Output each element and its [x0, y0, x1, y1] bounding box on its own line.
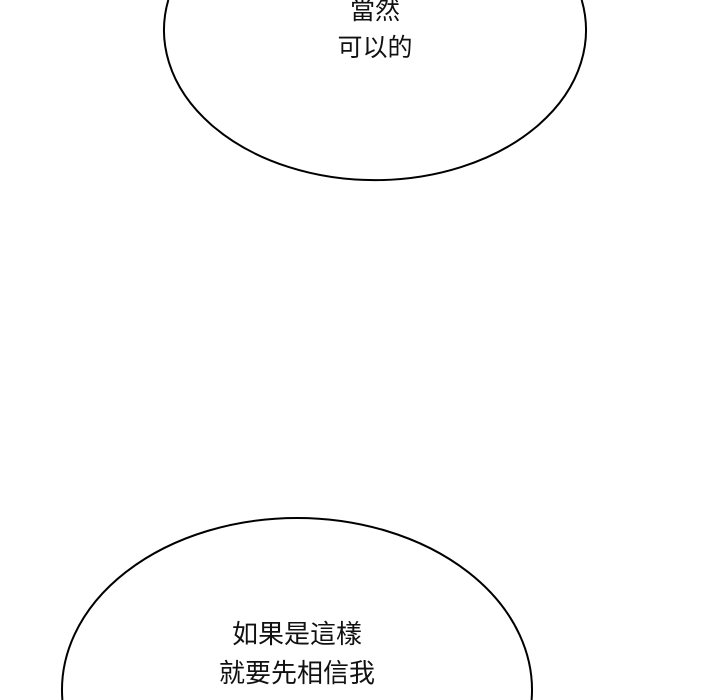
dialogue-line: 就要先相信我	[218, 659, 375, 689]
speech-bubble-top: 當然 可以的	[175, 0, 575, 90]
dialogue-line: 當然	[349, 0, 400, 25]
dialogue-line: 如果是這樣	[231, 620, 362, 650]
speech-bubble-top-outline	[163, 0, 587, 182]
speech-bubble-bottom-outline	[61, 516, 533, 700]
speech-bubble-bottom: 如果是這樣 就要先相信我	[80, 610, 514, 700]
dialogue-line: 可以的	[337, 33, 413, 62]
